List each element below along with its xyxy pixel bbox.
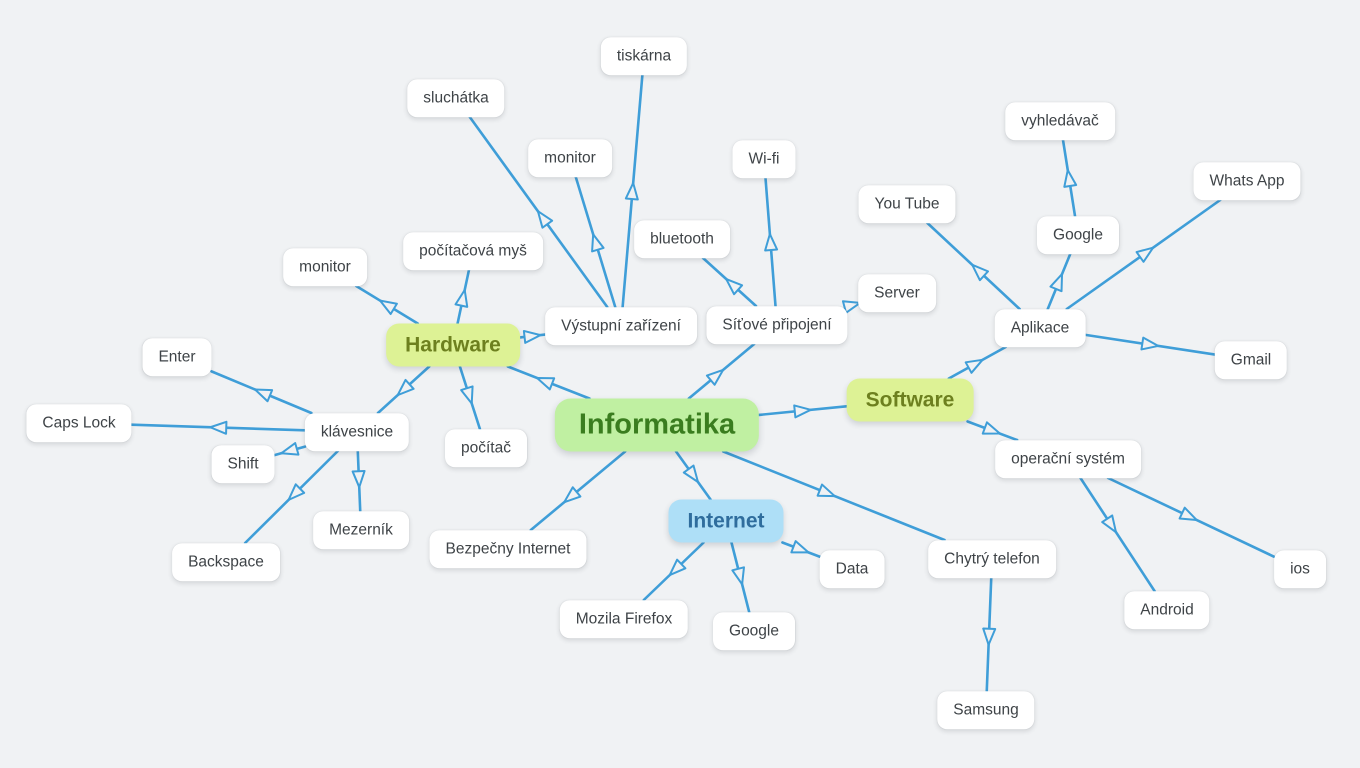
edge-os-android [1079,476,1156,593]
arrowhead-aplikace-youtube [971,263,990,282]
arrowhead-informatika-chytry [816,483,836,498]
node-sluchatka[interactable]: sluchátka [407,79,505,117]
arrowhead-software-aplikace [964,358,984,374]
node-android[interactable]: Android [1124,591,1210,629]
node-klavesnice[interactable]: klávesnice [304,413,410,451]
node-informatika[interactable]: Informatika [554,398,760,452]
arrowhead-os-android [1101,514,1117,534]
node-aplikace[interactable]: Aplikace [994,309,1086,347]
node-tiskarna[interactable]: tiskárna [600,37,688,75]
node-pocitacova_mys[interactable]: počítačová myš [403,232,543,270]
arrowhead-vystupni-sluchatka [536,210,554,229]
node-gmail[interactable]: Gmail [1214,341,1288,379]
node-youtube[interactable]: You Tube [858,185,956,223]
node-chytry[interactable]: Chytrý telefon [928,540,1056,578]
node-monitor_left[interactable]: monitor [283,248,367,286]
node-internet[interactable]: Internet [668,499,784,543]
node-bezpecny[interactable]: Bezpečny Internet [429,530,587,568]
node-google_r[interactable]: Google [1037,216,1119,254]
edge-informatika-bezpecny [529,450,627,532]
arrowhead-klavesnice-shift [280,442,300,456]
node-monitor_top[interactable]: monitor [528,139,612,177]
node-sitove[interactable]: Síťové připojení [706,306,848,344]
node-server[interactable]: Server [858,274,936,312]
node-software[interactable]: Software [846,378,974,422]
arrowhead-software-os [981,421,1001,435]
node-ios[interactable]: ios [1274,550,1326,588]
node-mozila[interactable]: Mozila Firefox [559,600,689,638]
arrowhead-google_r-vyhledavac [1063,169,1078,188]
arrowhead-chytry-samsung [982,627,997,646]
arrowhead-informatika-internet [682,464,699,483]
arrowhead-internet-mozila [668,558,687,577]
node-mezernik[interactable]: Mezerník [313,511,409,549]
node-google_b[interactable]: Google [713,612,795,650]
arrowhead-vystupni-monitor_top [591,233,605,253]
node-bluetooth[interactable]: bluetooth [634,220,730,258]
arrowhead-aplikace-whatsapp [1135,246,1155,263]
arrowhead-informatika-software [793,404,812,419]
arrowhead-internet-data [790,540,810,554]
arrowhead-klavesnice-backspace [287,483,306,501]
node-capslock[interactable]: Caps Lock [26,404,132,442]
arrowhead-klavesnice-capslock [209,420,228,435]
node-shift[interactable]: Shift [211,445,275,483]
arrowhead-sitove-wifi [764,233,779,252]
arrowhead-os-ios [1178,506,1198,521]
arrowhead-sitove-bluetooth [725,278,744,296]
arrowhead-internet-google_b [731,566,745,586]
node-hardware[interactable]: Hardware [386,323,520,367]
node-enter[interactable]: Enter [142,338,212,376]
arrowhead-informatika-sitove [705,368,725,386]
arrowhead-vystupni-tiskarna [624,182,639,201]
node-samsung[interactable]: Samsung [937,691,1035,729]
arrowhead-sitove-server [841,300,861,314]
node-vyhledavac[interactable]: vyhledávač [1005,102,1115,140]
arrowhead-informatika-hardware [536,376,556,391]
node-whatsapp[interactable]: Whats App [1193,162,1301,200]
node-backspace[interactable]: Backspace [172,543,280,581]
arrowhead-hardware-monitor_left [379,299,398,316]
arrowhead-klavesnice-enter [254,388,274,403]
arrowhead-hardware-pocitacova_mys [454,288,469,308]
arrowhead-klavesnice-mezernik [351,469,366,489]
arrowhead-informatika-bezpecny [563,486,582,504]
arrowhead-aplikace-gmail [1140,336,1160,351]
node-wifi[interactable]: Wi-fi [732,140,796,178]
arrowhead-aplikace-google_r [1049,273,1064,293]
node-os[interactable]: operační systém [995,440,1141,478]
node-vystupni[interactable]: Výstupní zařízení [545,307,697,345]
node-pocitac[interactable]: počítač [445,429,527,467]
arrowhead-hardware-vystupni [522,329,542,344]
arrowhead-hardware-klavesnice [396,378,415,397]
node-data[interactable]: Data [819,550,885,588]
arrowhead-hardware-pocitac [460,385,474,405]
